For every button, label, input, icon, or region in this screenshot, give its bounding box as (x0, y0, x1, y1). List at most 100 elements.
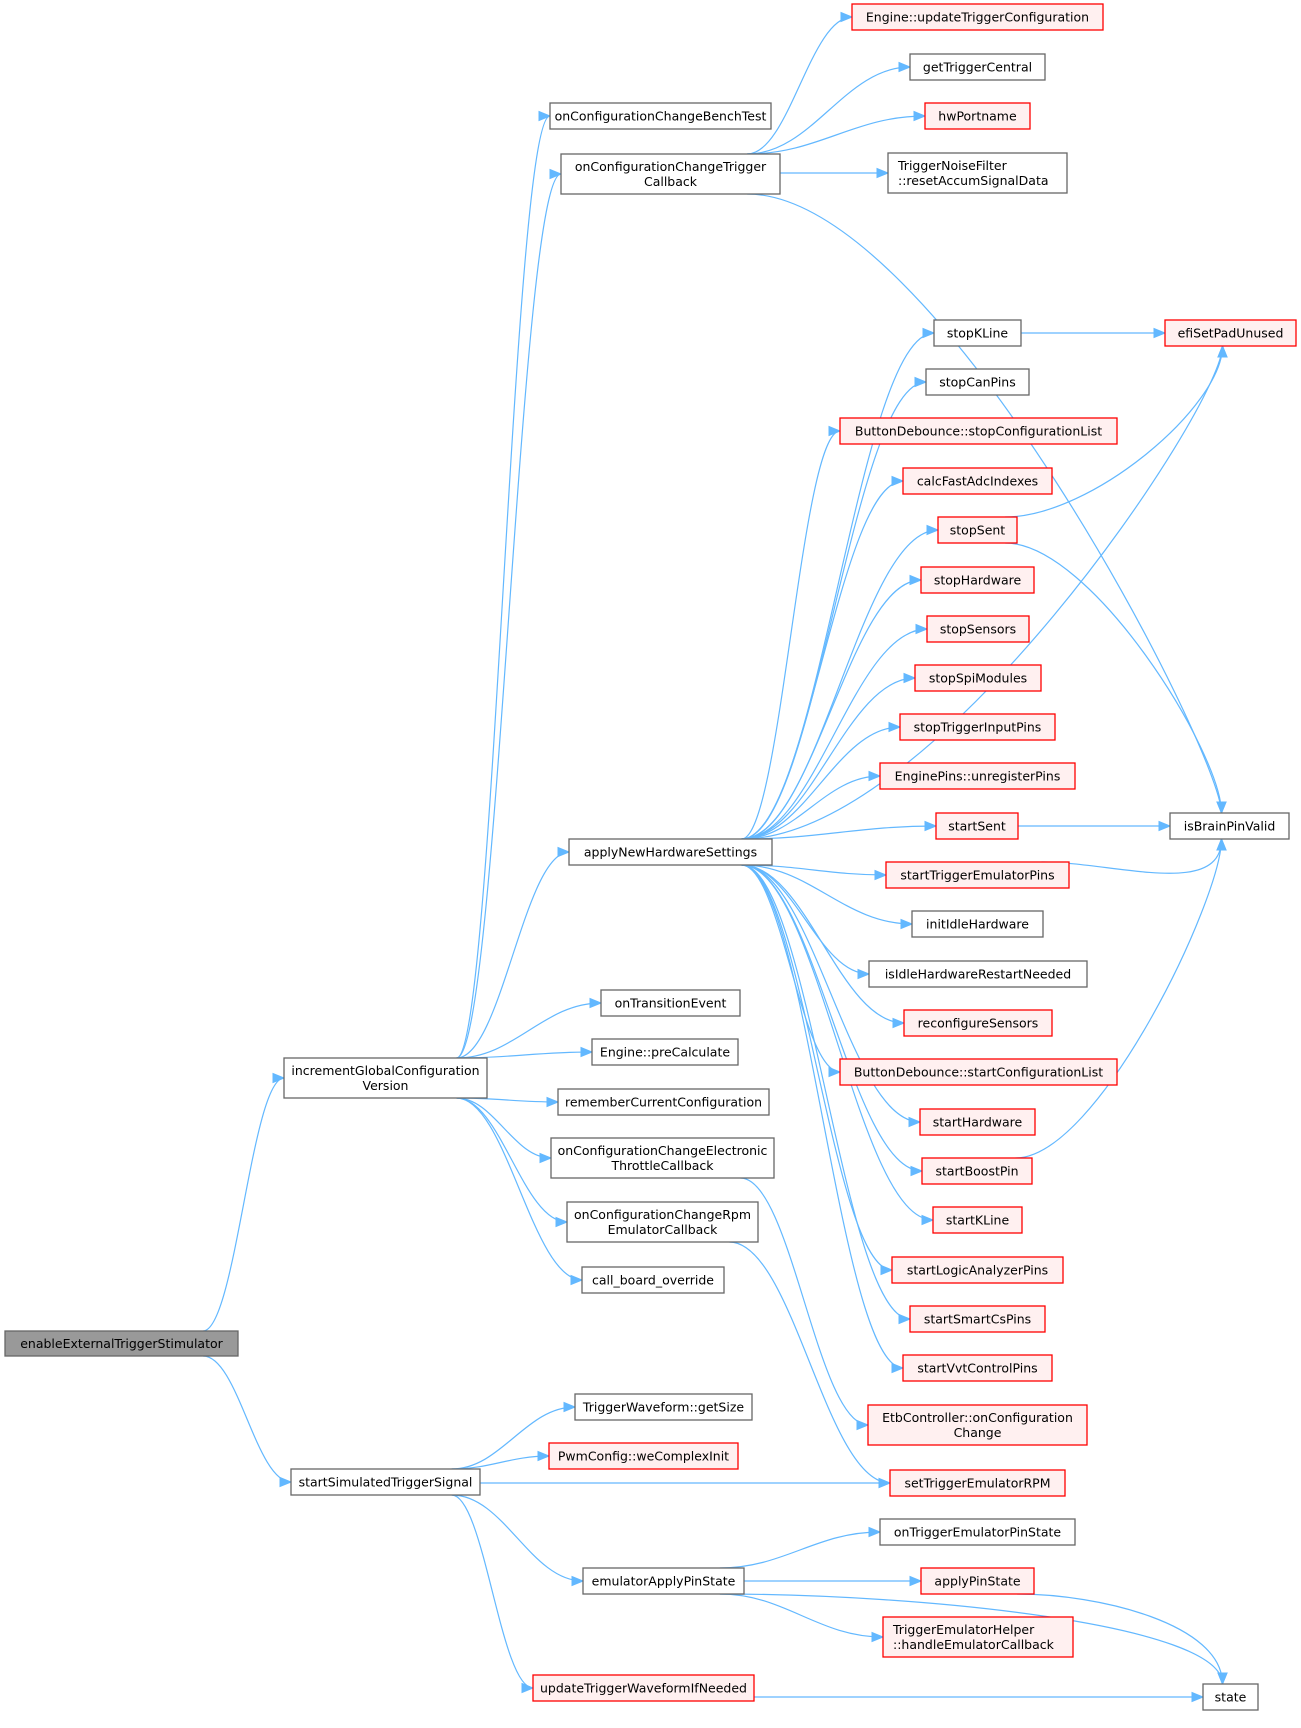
arrowhead-icon (915, 623, 929, 635)
node-label: setTriggerEmulatorRPM (904, 1476, 1050, 1491)
node-box (560, 153, 781, 195)
arrowhead-icon (921, 1214, 935, 1226)
edge-igcv-to-epc (456, 1046, 594, 1059)
graph-node-root[interactable]: enableExternalTriggerStimulator (4, 1330, 239, 1357)
graph-node-bdstcl[interactable]: ButtonDebounce::startConfigurationList (839, 1058, 1118, 1086)
edge-occtc-to-eutc (747, 11, 854, 155)
graph-node-bdscl[interactable]: ButtonDebounce::stopConfigurationList (839, 417, 1118, 445)
node-label: efiSetPadUnused (1178, 326, 1284, 341)
edge-aps-to-state (1017, 1593, 1228, 1686)
arrowhead-icon (913, 110, 927, 122)
graph-node-sbp[interactable]: startBoostPin (921, 1157, 1033, 1185)
graph-node-rcc[interactable]: rememberCurrentConfiguration (557, 1088, 770, 1116)
graph-node-sst[interactable]: startSimulatedTriggerSignal (290, 1468, 481, 1496)
node-box (891, 1256, 1064, 1284)
graph-node-step[interactable]: startTriggerEmulatorPins (885, 861, 1070, 889)
graph-node-svcp[interactable]: startVvtControlPins (902, 1354, 1053, 1382)
graph-node-slap[interactable]: startLogicAnalyzerPins (891, 1256, 1064, 1284)
edge-igcv-to-occbt (456, 110, 552, 1059)
graph-node-hwp[interactable]: hwPortname (924, 102, 1031, 130)
arrowhead-icon (1158, 820, 1172, 832)
node-label: stopSensors (940, 622, 1016, 637)
arrowhead-icon (898, 1313, 912, 1325)
graph-node-iihrn[interactable]: isIdleHardwareRestartNeeded (868, 960, 1088, 988)
arrowhead-icon (922, 327, 936, 339)
edge-anhs-to-bdstcl (741, 864, 842, 1078)
graph-node-cbo[interactable]: call_board_override (581, 1266, 725, 1294)
node-label: startVvtControlPins (917, 1361, 1037, 1376)
graph-node-twgs[interactable]: TriggerWaveform::getSize (574, 1393, 753, 1421)
arrowhead-icon (557, 846, 571, 858)
arrowhead-icon (563, 1401, 577, 1413)
arrowhead-icon (924, 820, 938, 832)
graph-node-stkl[interactable]: startKLine (932, 1206, 1023, 1234)
edge-line (456, 115, 551, 1059)
node-box (879, 762, 1076, 790)
edge-utwin-to-state (754, 1691, 1205, 1703)
node-label: initIdleHardware (926, 917, 1029, 932)
edge-sst-to-utwin (451, 1494, 535, 1694)
graph-node-sterpm[interactable]: setTriggerEmulatorRPM (889, 1469, 1066, 1497)
graph-node-gtc[interactable]: getTriggerCentral (909, 53, 1046, 81)
node-label: applyNewHardwareSettings (584, 845, 757, 860)
graph-node-sscp[interactable]: startSmartCsPins (909, 1305, 1046, 1333)
node-box (568, 838, 773, 866)
node-label: startTriggerEmulatorPins (900, 868, 1054, 883)
node-box (1164, 319, 1297, 347)
graph-node-eutc[interactable]: Engine::updateTriggerConfiguration (851, 3, 1104, 31)
graph-node-scp[interactable]: stopCanPins (925, 368, 1030, 396)
node-box (1169, 812, 1290, 840)
graph-node-iih[interactable]: initIdleHardware (911, 910, 1044, 938)
node-box (868, 960, 1088, 988)
graph-node-aps[interactable]: applyPinState (920, 1567, 1035, 1595)
node-box (532, 1674, 755, 1702)
graph-node-tnf[interactable]: TriggerNoiseFilter::resetAccumSignalData (887, 152, 1068, 194)
graph-node-ote[interactable]: onTransitionEvent (600, 989, 741, 1017)
graph-node-ssens[interactable]: stopSensors (926, 615, 1030, 643)
graph-node-eaps[interactable]: emulatorApplyPinState (582, 1567, 745, 1595)
graph-node-sspi[interactable]: stopSpiModules (914, 664, 1042, 692)
edge-anhs-to-iih (741, 864, 914, 930)
graph-node-utwin[interactable]: updateTriggerWaveformIfNeeded (532, 1674, 755, 1702)
edge-line (451, 1494, 584, 1582)
graph-node-state[interactable]: state (1202, 1683, 1259, 1711)
edge-line (740, 1177, 869, 1426)
graph-node-etboc[interactable]: EtbController::onConfigurationChange (867, 1404, 1088, 1446)
node-box (899, 713, 1056, 741)
node-label: onConfigurationChangeBenchTest (555, 109, 767, 124)
edge-line (456, 1097, 583, 1281)
node-label: startLogicAnalyzerPins (907, 1263, 1048, 1278)
node-label: onConfigurationChangeRpm (574, 1207, 751, 1222)
graph-node-pwci[interactable]: PwmConfig::weComplexInit (548, 1442, 739, 1470)
graph-node-otep[interactable]: onTriggerEmulatorPinState (879, 1518, 1076, 1546)
node-label: startSent (948, 819, 1006, 834)
graph-node-espu[interactable]: efiSetPadUnused (1164, 319, 1297, 347)
node-label: reconfigureSensors (918, 1016, 1039, 1031)
arrowhead-icon (1216, 837, 1227, 851)
arrowhead-icon (892, 1017, 906, 1029)
graph-node-occbt[interactable]: onConfigurationChangeBenchTest (549, 102, 772, 130)
graph-node-epur[interactable]: EnginePins::unregisterPins (879, 762, 1076, 790)
node-label: TriggerWaveform::getSize (582, 1400, 744, 1415)
graph-node-rcs[interactable]: reconfigureSensors (903, 1009, 1053, 1037)
graph-node-stip[interactable]: stopTriggerInputPins (899, 713, 1056, 741)
graph-node-shw[interactable]: stopHardware (920, 566, 1035, 594)
graph-node-occetc[interactable]: onConfigurationChangeElectronicThrottleC… (550, 1137, 775, 1179)
arrowhead-icon (555, 1216, 569, 1228)
edge-igcv-to-cbo (456, 1097, 584, 1286)
graph-node-tehc[interactable]: TriggerEmulatorHelper::handleEmulatorCal… (882, 1616, 1074, 1658)
graph-node-cfai[interactable]: calcFastAdcIndexes (902, 467, 1053, 495)
graph-node-ssent[interactable]: stopSent (937, 516, 1018, 544)
arrowhead-icon (272, 1072, 286, 1084)
graph-node-ibpv[interactable]: isBrainPinValid (1169, 812, 1290, 840)
graph-node-stsent[interactable]: startSent (935, 812, 1019, 840)
node-label: applyPinState (934, 1574, 1020, 1589)
graph-node-epc[interactable]: Engine::preCalculate (591, 1038, 739, 1066)
graph-node-skl[interactable]: stopKLine (933, 319, 1022, 347)
graph-node-anhs[interactable]: applyNewHardwareSettings (568, 838, 773, 866)
node-box (549, 102, 772, 130)
graph-node-sthw[interactable]: startHardware (919, 1108, 1036, 1136)
